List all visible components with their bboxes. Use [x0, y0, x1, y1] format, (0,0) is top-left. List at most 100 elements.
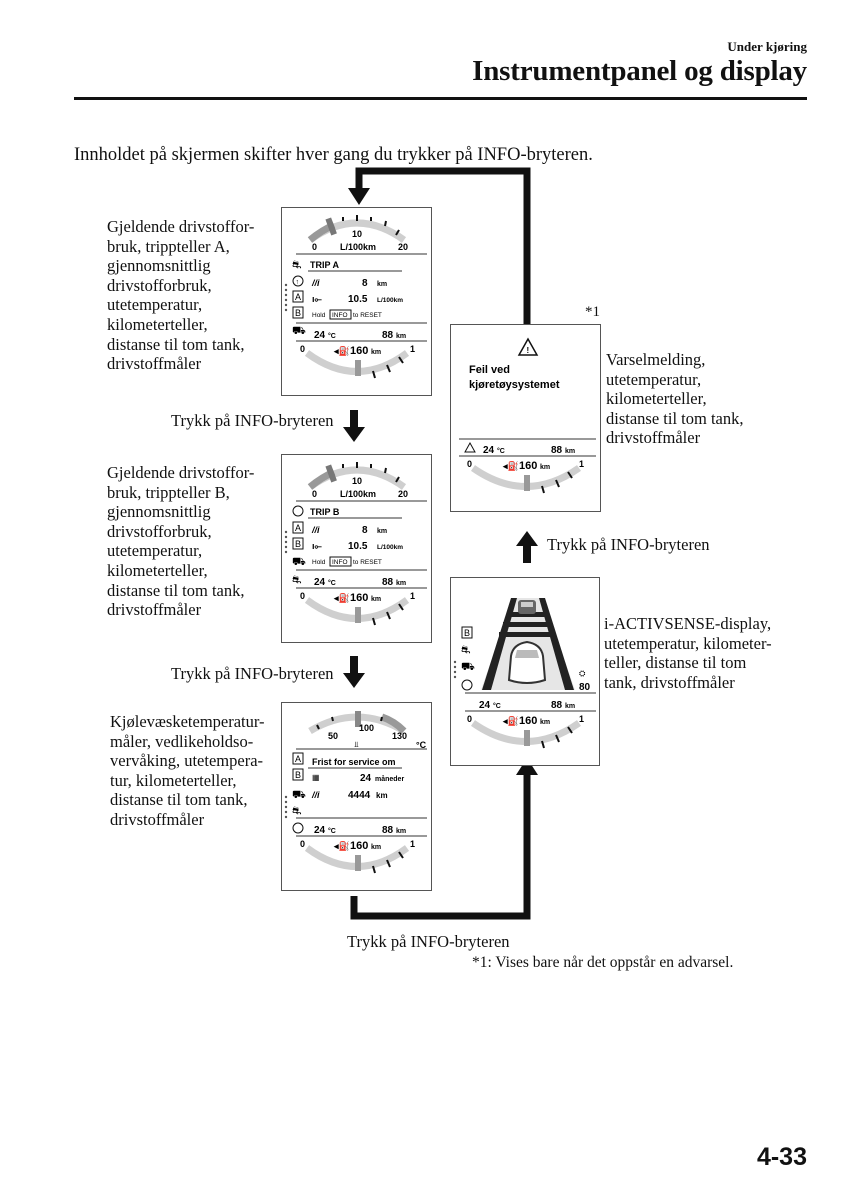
- svg-text:°C: °C: [328, 827, 336, 835]
- down-arrow-1: [343, 427, 365, 442]
- svg-text:km: km: [371, 349, 381, 356]
- display-warning: ! Feil ved kjøretøysystemet 24 °C 88 km …: [450, 324, 601, 512]
- svg-text:1: 1: [410, 591, 415, 601]
- desc-coolant: Kjølevæsketemperatur-måler, vedlikeholds…: [110, 712, 265, 830]
- svg-text:24: 24: [314, 825, 326, 836]
- svg-text:km: km: [540, 719, 550, 726]
- svg-text:km: km: [377, 528, 387, 535]
- svg-text:Frist for service om: Frist for service om: [312, 757, 396, 767]
- svg-text:INFO: INFO: [332, 559, 348, 566]
- footnote-marker: *1: [585, 304, 600, 321]
- svg-text:km: km: [565, 448, 575, 455]
- svg-text:160: 160: [519, 715, 537, 727]
- svg-text:L/100km: L/100km: [377, 544, 403, 551]
- svg-text:⛐: ⛐: [292, 574, 302, 586]
- svg-text:km: km: [371, 844, 381, 851]
- svg-text:°C: °C: [328, 579, 336, 587]
- desc-warning: Varselmelding,utetemperatur, kilometerte…: [606, 350, 744, 448]
- seat-icon: ⛐: [292, 259, 302, 271]
- svg-text:km: km: [565, 703, 575, 710]
- svg-text:0: 0: [467, 459, 472, 469]
- svg-text:24: 24: [314, 577, 326, 588]
- svg-text:160: 160: [350, 592, 368, 604]
- svg-text:◂⛽: ◂⛽: [333, 840, 350, 851]
- svg-text:◂⛽: ◂⛽: [502, 715, 519, 726]
- svg-text:10: 10: [352, 476, 362, 486]
- svg-text:0: 0: [467, 714, 472, 724]
- speed-value: 80: [579, 682, 591, 693]
- svg-text:ı⟜: ı⟜: [312, 294, 323, 304]
- svg-text:◂⛽: ◂⛽: [333, 592, 350, 603]
- svg-text:10.5: 10.5: [348, 541, 368, 552]
- up-arrow: [516, 531, 538, 546]
- trip-label: TRIP A: [310, 260, 340, 270]
- svg-text:A: A: [295, 523, 301, 533]
- svg-text:160: 160: [350, 345, 368, 357]
- svg-text:Hold: Hold: [312, 559, 326, 566]
- svg-text:km: km: [396, 580, 406, 587]
- svg-text:1: 1: [410, 839, 415, 849]
- svg-text:130: 130: [392, 731, 407, 741]
- footnote: *1: Vises bare når det oppstår en advars…: [472, 954, 733, 972]
- svg-text:Hold: Hold: [312, 312, 326, 319]
- svg-text:L/100km: L/100km: [377, 297, 403, 304]
- desc-trip-a: Gjeldende drivstoffor-bruk, trippteller …: [107, 217, 254, 374]
- svg-text:km: km: [377, 281, 387, 288]
- svg-text:°C: °C: [497, 447, 505, 455]
- svg-text:km: km: [396, 828, 406, 835]
- svg-text:⫫: ⫫: [353, 740, 359, 749]
- svg-text:88: 88: [551, 700, 563, 711]
- svg-text:ı⟜: ı⟜: [312, 541, 323, 551]
- svg-text:km: km: [540, 464, 550, 471]
- svg-text:88: 88: [551, 445, 563, 456]
- display-activsense: B ⛐ ⛟ ⛭ 80 24 °C 88 km 0 1 ◂⛽ 160 km: [450, 577, 600, 766]
- svg-text:⛟: ⛟: [292, 789, 306, 801]
- svg-text:50: 50: [328, 731, 338, 741]
- svg-text:!: !: [527, 346, 530, 355]
- svg-text:8: 8: [362, 278, 368, 289]
- svg-text:4444: 4444: [348, 790, 371, 801]
- svg-text:1: 1: [410, 344, 415, 354]
- svg-text:160: 160: [519, 460, 537, 472]
- scale-10: 10: [352, 229, 362, 239]
- display-coolant: 50 100 130 °C ⫫ A Frist for service om B…: [281, 702, 432, 891]
- press-caption-2: Trykk på INFO-bryteren: [171, 664, 334, 684]
- svg-text:24: 24: [483, 445, 495, 456]
- svg-text:to RESET: to RESET: [353, 559, 382, 566]
- svg-text:to RESET: to RESET: [353, 312, 382, 319]
- svg-text:0: 0: [300, 344, 305, 354]
- page-number: 4-33: [757, 1143, 807, 1172]
- svg-text:24: 24: [360, 773, 372, 784]
- svg-text:1: 1: [579, 459, 584, 469]
- press-caption-3: Trykk på INFO-bryteren: [547, 535, 710, 555]
- svg-text:88: 88: [382, 825, 394, 836]
- press-caption-4: Trykk på INFO-bryteren: [347, 932, 510, 952]
- svg-text:20: 20: [398, 489, 408, 499]
- svg-text:1: 1: [579, 714, 584, 724]
- desc-activsense: i-ACTIVSENSE-display,utetemperatur, kilo…: [604, 614, 772, 692]
- svg-text:⛟: ⛟: [292, 325, 306, 337]
- desc-trip-b: Gjeldende drivstoffor-bruk, trippteller …: [107, 463, 254, 620]
- svg-text:⛭: ⛭: [579, 669, 586, 678]
- svg-text:km: km: [396, 333, 406, 340]
- svg-text:⛟: ⛟: [461, 661, 475, 673]
- svg-text:B: B: [464, 628, 470, 638]
- down-arrow-2: [343, 673, 365, 688]
- svg-text://i: //i: [311, 278, 320, 288]
- loop-arrow-top-head: [348, 188, 370, 205]
- svg-text:⛟: ⛟: [292, 556, 306, 568]
- scale-20: 20: [398, 242, 408, 252]
- svg-text:L/100km: L/100km: [340, 489, 376, 499]
- svg-text:måneder: måneder: [375, 775, 404, 783]
- svg-text:B: B: [295, 308, 301, 318]
- svg-text:TRIP B: TRIP B: [310, 507, 340, 517]
- svg-text:24: 24: [314, 330, 326, 341]
- svg-text:A: A: [295, 754, 301, 764]
- svg-text:⛐: ⛐: [461, 644, 471, 656]
- press-caption-1: Trykk på INFO-bryteren: [171, 411, 334, 431]
- svg-text:10.5: 10.5: [348, 294, 368, 305]
- unit-label: L/100km: [340, 242, 376, 252]
- svg-text:B: B: [295, 539, 301, 549]
- svg-text:▦: ▦: [312, 773, 320, 782]
- svg-text:0: 0: [300, 591, 305, 601]
